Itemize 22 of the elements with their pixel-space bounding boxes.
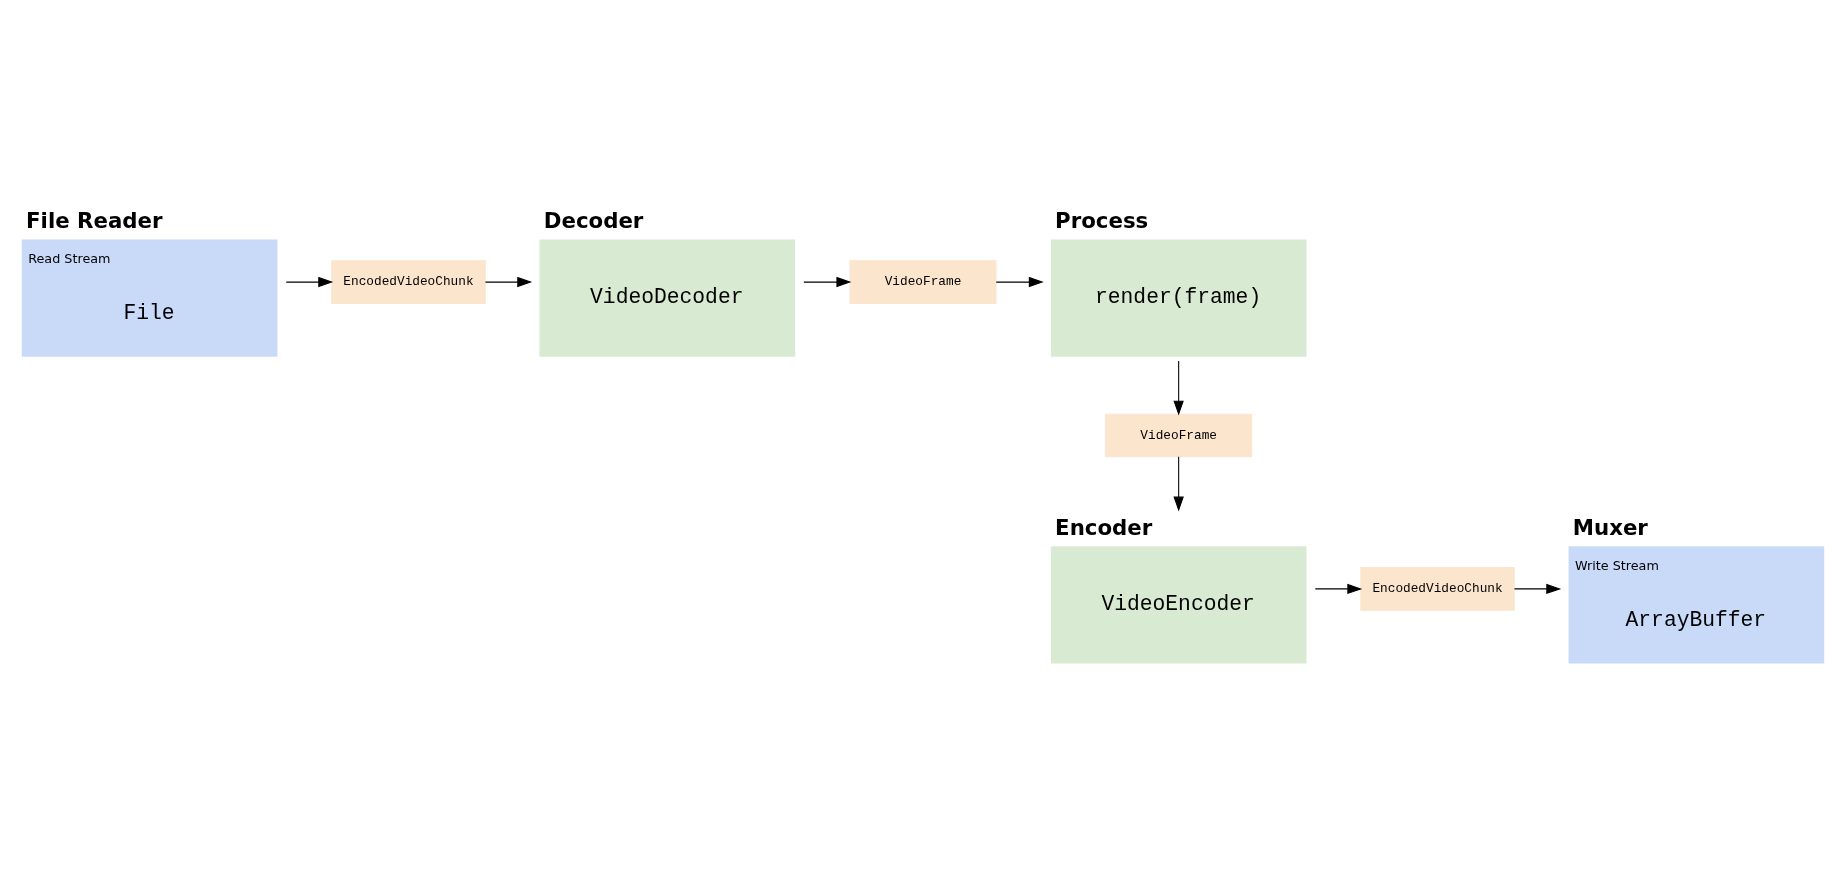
node-label: File Reader — [25, 207, 162, 233]
node-box: Read Stream File — [21, 239, 277, 357]
arrow — [1513, 583, 1561, 595]
arrow — [802, 276, 851, 288]
arrow — [1172, 456, 1184, 512]
node-label: Encoder — [1054, 514, 1152, 540]
node-box: VideoFrame — [849, 260, 996, 304]
node-box: VideoEncoder — [1050, 546, 1306, 664]
node-label: Decoder — [543, 207, 643, 233]
node-box: EncodedVideoChunk — [330, 260, 486, 304]
node-box: render(frame) — [1050, 239, 1306, 357]
node-box: VideoFrame — [1104, 413, 1252, 458]
arrow — [484, 276, 532, 288]
arrow — [995, 276, 1044, 288]
node-label: Muxer — [1572, 514, 1648, 540]
node-box: VideoDecoder — [539, 239, 795, 357]
node-box: EncodedVideoChunk — [1359, 567, 1515, 611]
node-label: Process — [1054, 207, 1148, 233]
arrow — [1314, 583, 1362, 595]
arrow — [1172, 360, 1184, 416]
arrow — [285, 276, 333, 288]
node-box: Write Stream ArrayBuffer — [1568, 546, 1824, 664]
